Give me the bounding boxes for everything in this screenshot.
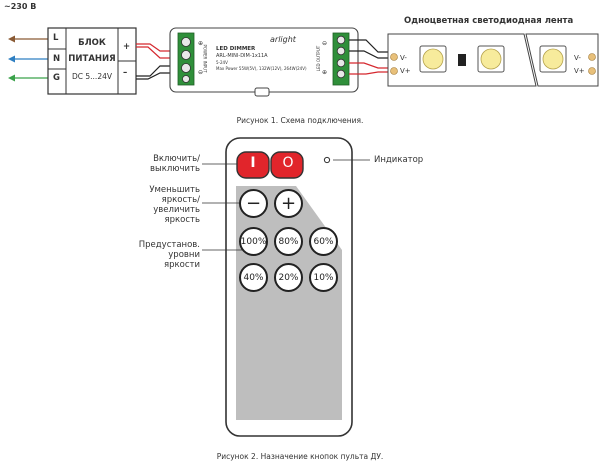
- led-output-wires: [349, 39, 388, 75]
- label-presets-line1: Предустанов.: [138, 240, 200, 250]
- label-presets: Предустанов. уровни яркости: [110, 240, 200, 270]
- label-presets-line3: яркости: [164, 260, 200, 270]
- dimmer-part-number: ARL-MINI-DIM-1x11A: [216, 53, 268, 59]
- preset-80-button[interactable]: 80%: [274, 227, 303, 256]
- strip-pin-left-vminus: V-: [400, 54, 407, 62]
- mains-wires: [8, 35, 48, 82]
- svg-text:⊕: ⊕: [322, 69, 327, 76]
- brightness-down-button[interactable]: −: [239, 189, 268, 218]
- strip-title: Одноцветная светодиодная лента: [404, 16, 574, 26]
- power-off-symbol[interactable]: O: [282, 155, 294, 171]
- preset-10-button[interactable]: 10%: [309, 263, 338, 292]
- power-on-button: [236, 151, 270, 179]
- dc-input-wires: [136, 43, 178, 80]
- strip-pin-right-vminus: V-: [574, 54, 581, 62]
- strip-pin-right-vplus: V+: [574, 67, 585, 75]
- figure-1-caption: Рисунок 1. Схема подключения.: [236, 116, 364, 125]
- mains-voltage-label: ~230 В: [4, 2, 37, 11]
- dimmer-brand-logo: arlight: [270, 35, 296, 44]
- brightness-up-button[interactable]: +: [274, 189, 303, 218]
- psu-pin-n: N: [53, 54, 61, 64]
- dimmer-output-label: LED OUTPUT: [316, 45, 322, 72]
- svg-text:⊖: ⊖: [322, 40, 327, 47]
- dimmer-spec-voltage: 5-24V: [216, 60, 228, 65]
- wiring-diagram: ⊕ ⊖ ⊖ ⊕: [8, 27, 599, 97]
- psu-pin-l: L: [53, 33, 59, 43]
- label-presets-line2: уровни: [168, 250, 200, 260]
- label-brightness-line1: Уменьшить: [149, 185, 200, 195]
- preset-20-button[interactable]: 20%: [274, 263, 303, 292]
- label-brightness-line4: яркость: [164, 215, 200, 225]
- label-power: Включить/ выключить: [120, 154, 200, 174]
- dimmer-model: LED DIMMER: [216, 46, 256, 52]
- preset-100-button[interactable]: 100%: [239, 227, 268, 256]
- label-brightness-line2: яркость/: [161, 195, 200, 205]
- psu-output-voltage: DC 5...24V: [72, 72, 112, 81]
- power-off-button: [270, 151, 304, 179]
- label-power-line2: выключить: [150, 164, 200, 174]
- svg-text:⊖: ⊖: [198, 69, 203, 76]
- label-indicator: Индикатор: [374, 155, 424, 165]
- preset-40-button[interactable]: 40%: [239, 263, 268, 292]
- psu-title-line1: БЛОК: [78, 38, 106, 48]
- power-supply: [47, 27, 137, 95]
- figure-2-caption: Рисунок 2. Назначение кнопок пульта ДУ.: [216, 452, 384, 461]
- indicator-led: [323, 156, 331, 164]
- label-power-line1: Включить/: [153, 154, 200, 164]
- psu-pin-g: G: [53, 73, 60, 83]
- dimmer-input-label: POWER INPUT: [202, 44, 208, 73]
- power-on-symbol[interactable]: I: [250, 155, 256, 171]
- psu-minus-terminal: –: [123, 68, 128, 78]
- label-brightness-line3: увеличить: [153, 205, 200, 215]
- preset-60-button[interactable]: 60%: [309, 227, 338, 256]
- dimmer-controller: ⊕ ⊖ ⊖ ⊕: [169, 27, 359, 97]
- psu-title-line2: ПИТАНИЯ: [68, 54, 116, 64]
- label-brightness: Уменьшить яркость/ увеличить яркость: [120, 185, 200, 225]
- psu-plus-terminal: +: [123, 42, 131, 52]
- dimmer-spec-power: Max Power 55W(5V), 132W(12V), 264W(24V): [216, 66, 307, 71]
- svg-text:⊕: ⊕: [198, 40, 203, 47]
- led-strip: [387, 33, 599, 87]
- strip-pin-left-vplus: V+: [400, 67, 411, 75]
